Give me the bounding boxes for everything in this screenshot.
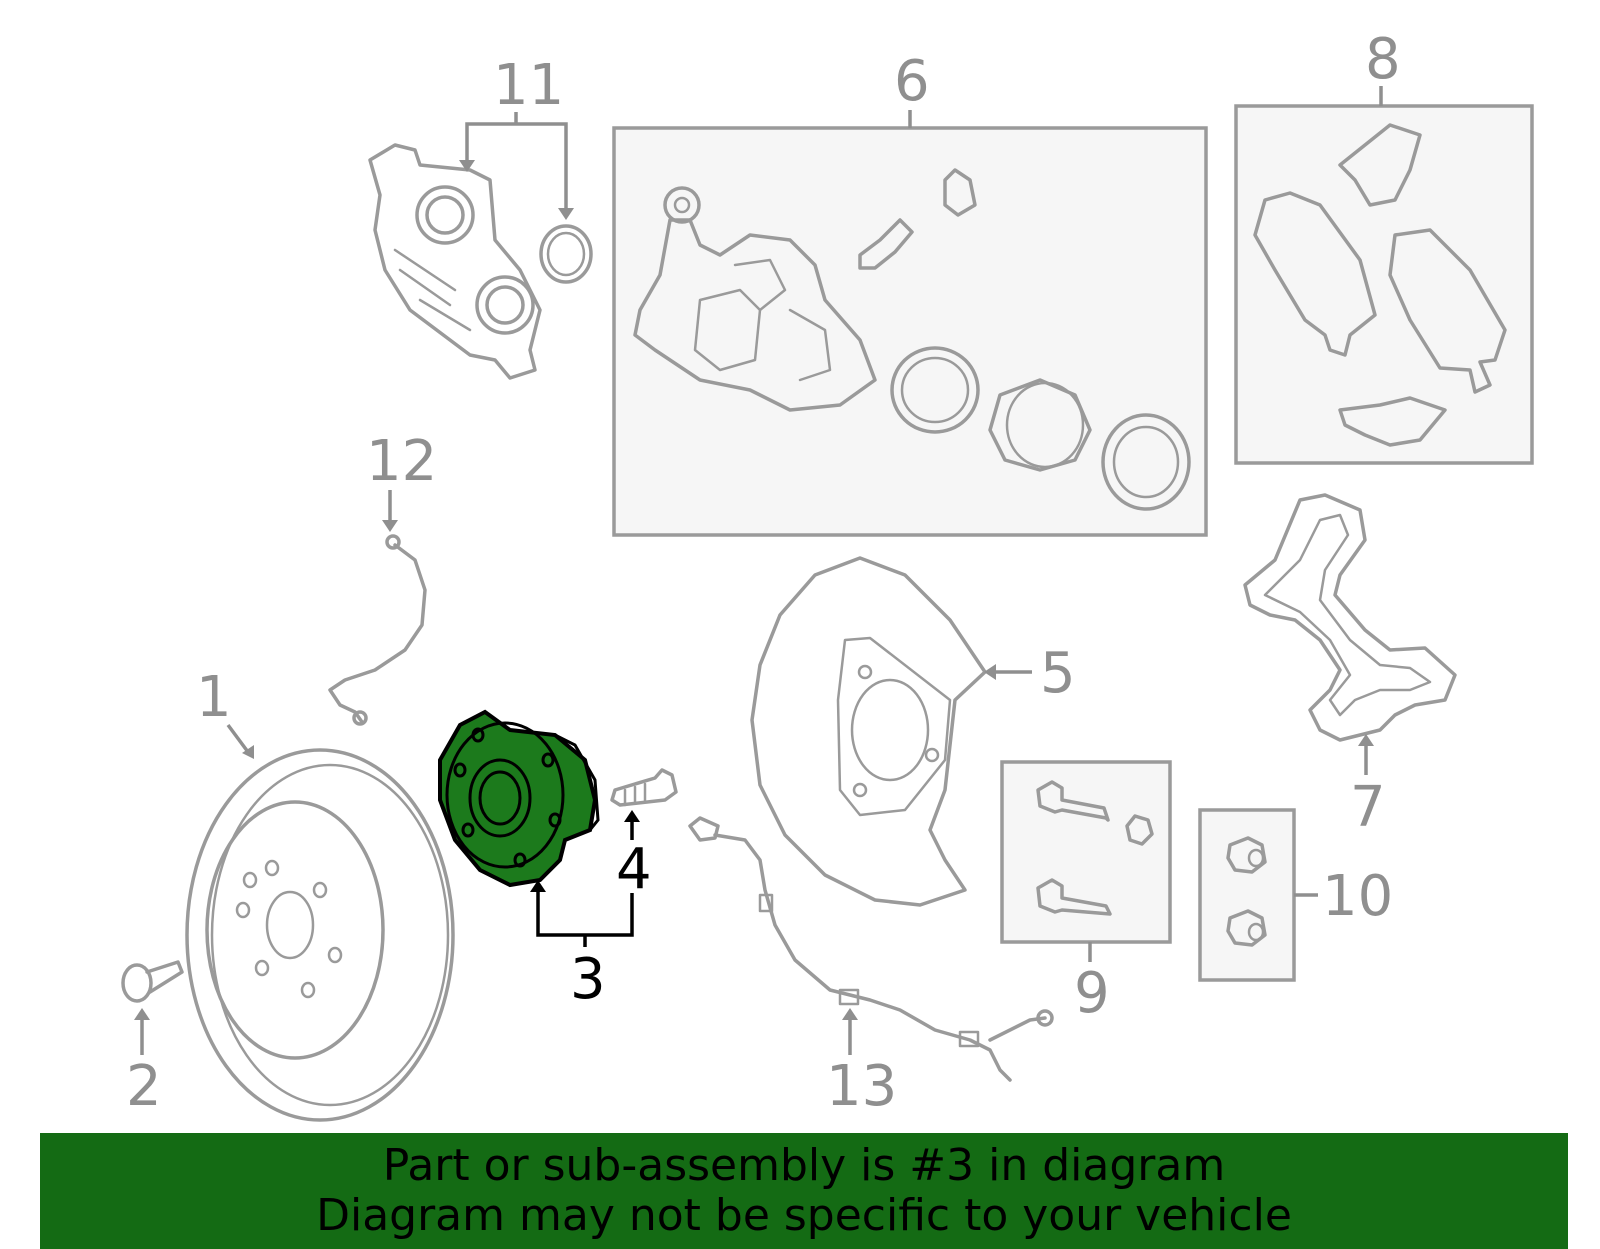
callout-11: 11 <box>493 53 564 118</box>
callout-1-leader <box>226 723 254 759</box>
part-9-bolts[interactable] <box>1036 780 1154 916</box>
part-3-hub-bearing[interactable] <box>438 709 600 888</box>
callout-7: 7 <box>1350 775 1386 840</box>
part-10-box[interactable] <box>1198 808 1296 982</box>
part-6-dust-boot[interactable] <box>1101 413 1191 511</box>
part-8-pad-outer[interactable] <box>1388 228 1507 394</box>
callout-13-leader <box>842 1008 858 1055</box>
callout-5: 5 <box>1040 641 1076 706</box>
part-6-box[interactable] <box>612 126 1208 537</box>
part-5-dust-shield[interactable] <box>750 556 987 907</box>
callout-3: 3 <box>570 947 606 1012</box>
part-8-shim[interactable] <box>1338 396 1447 447</box>
callout-6: 6 <box>894 49 930 114</box>
callout-1: 1 <box>196 665 232 730</box>
banner-line-disclaimer: Diagram may not be specific to your vehi… <box>316 1190 1292 1241</box>
part-8-clip[interactable] <box>1338 123 1422 207</box>
callout-9: 9 <box>1074 961 1110 1026</box>
part-7-caliper-bracket[interactable] <box>1243 493 1457 742</box>
part-6-piston-seal[interactable] <box>890 346 980 434</box>
part-6-piston[interactable] <box>988 378 1092 472</box>
part-11-caliper-housing[interactable] <box>368 143 542 380</box>
part-8-box[interactable] <box>1234 104 1534 465</box>
part-11-seal-ring[interactable] <box>539 224 593 284</box>
banner-line-part-number: Part or sub-assembly is #3 in diagram <box>382 1140 1226 1191</box>
callout-4: 4 <box>616 837 652 902</box>
callout-2-leader <box>134 1008 150 1055</box>
part-12-brake-hose[interactable] <box>328 534 427 726</box>
part-6-bleeder-screw[interactable] <box>858 168 977 270</box>
part-8-pad-inner[interactable] <box>1253 191 1377 357</box>
callout-3-4-leader <box>530 810 640 947</box>
part-4-wheel-stud[interactable] <box>610 768 678 807</box>
callout-13: 13 <box>826 1054 897 1119</box>
part-10-bushings[interactable] <box>1226 836 1267 947</box>
callout-2: 2 <box>126 1054 162 1119</box>
callout-7-leader <box>1358 734 1374 775</box>
part-13-speed-sensor[interactable] <box>688 816 1054 1082</box>
callout-8: 8 <box>1365 27 1401 92</box>
part-9-box[interactable] <box>1000 760 1172 944</box>
callout-5-leader <box>984 664 1032 680</box>
info-banner: Part or sub-assembly is #3 in diagram Di… <box>40 1133 1568 1249</box>
part-6-caliper[interactable] <box>633 186 877 412</box>
callout-10: 10 <box>1322 864 1393 929</box>
part-2-screw[interactable] <box>121 960 184 1003</box>
callout-12-leader <box>382 490 398 532</box>
part-1-rotor[interactable] <box>185 748 455 1122</box>
callout-11-leader <box>459 112 574 220</box>
callout-12: 12 <box>366 429 437 494</box>
